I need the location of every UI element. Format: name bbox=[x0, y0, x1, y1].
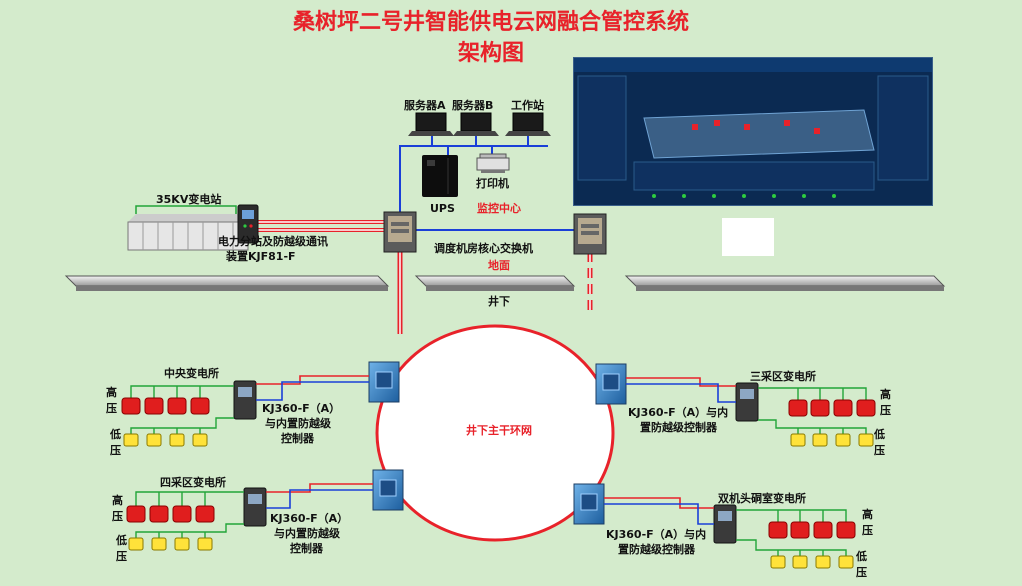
fourth-kj360-line2: 与内置防越级 bbox=[274, 527, 340, 540]
workstation-label: 工作站 bbox=[511, 99, 544, 112]
ground-slab-left bbox=[64, 275, 390, 291]
kjf81-label-line1: 电力分站及防越级通讯 bbox=[218, 235, 328, 248]
link-lines-dual bbox=[604, 497, 714, 525]
central-high-label-2: 压 bbox=[106, 402, 117, 415]
lv-switches-central bbox=[123, 433, 208, 447]
controller-fourth bbox=[243, 487, 267, 527]
red-cable-kjf81 bbox=[258, 220, 384, 232]
core-switch-label: 调度机房核心交换机 bbox=[434, 242, 533, 255]
dual-kj360-line1: KJ360-F（A）与内 bbox=[606, 528, 707, 541]
fourth-high-label-1: 高 bbox=[112, 494, 123, 507]
third-substation-label: 三采区变电所 bbox=[750, 370, 816, 383]
dual-high-label-1: 高 bbox=[862, 508, 873, 521]
green-bus-third bbox=[758, 387, 867, 434]
kjf81-device bbox=[237, 204, 259, 244]
server-b-computer bbox=[453, 112, 499, 136]
third-high-label-1: 高 bbox=[880, 388, 891, 401]
underground-label: 井下 bbox=[488, 295, 510, 308]
central-low-label-1: 低 bbox=[110, 428, 121, 441]
fourth-low-label-1: 低 bbox=[116, 534, 127, 547]
fourth-low-label-2: 压 bbox=[116, 550, 127, 563]
central-kj360-line3: 控制器 bbox=[281, 432, 314, 445]
dual-low-label-2: 压 bbox=[856, 566, 867, 579]
fourth-substation-label: 四采区变电所 bbox=[160, 476, 226, 489]
green-bus-central bbox=[130, 385, 234, 434]
controller-central bbox=[233, 380, 257, 420]
central-low-label-2: 压 bbox=[110, 444, 121, 457]
ring-node-central bbox=[368, 361, 400, 403]
core-switch-right bbox=[573, 213, 607, 255]
link-lines-fourth bbox=[266, 483, 373, 509]
kjf81-label-line2: 装置KJF81-F bbox=[226, 250, 296, 263]
printer-label: 打印机 bbox=[476, 177, 509, 190]
hv-switches-dual bbox=[768, 521, 856, 539]
ground-slab-middle bbox=[414, 275, 576, 291]
controller-dual bbox=[713, 504, 737, 544]
central-kj360-line1: KJ360-F（A） bbox=[262, 402, 341, 415]
ups-unit bbox=[422, 155, 458, 197]
ups-label: UPS bbox=[430, 202, 455, 215]
monitor-center-label: 监控中心 bbox=[477, 202, 521, 215]
dashboard-thumbnail bbox=[574, 58, 932, 198]
underground-ring-network bbox=[375, 324, 615, 542]
fourth-high-label-2: 压 bbox=[112, 510, 123, 523]
hv-switches-central bbox=[121, 397, 210, 415]
ring-node-fourth bbox=[372, 469, 404, 511]
green-bus-dual bbox=[736, 509, 847, 556]
monitor-network-lines bbox=[399, 134, 580, 231]
dashboard-screenshot bbox=[573, 57, 933, 206]
dual-high-label-2: 压 bbox=[862, 524, 873, 537]
server-a-label: 服务器A bbox=[404, 99, 446, 112]
fourth-kj360-line1: KJ360-F（A） bbox=[270, 512, 349, 525]
printer-device bbox=[476, 153, 510, 173]
dual-substation-label: 双机头硐室变电所 bbox=[718, 492, 806, 505]
ring-node-dual bbox=[573, 483, 605, 525]
substation-link-lines bbox=[135, 205, 237, 214]
third-kj360-line1: KJ360-F（A）与内 bbox=[628, 406, 729, 419]
title-line2: 架构图 bbox=[457, 40, 524, 66]
dual-kj360-line2: 置防越级控制器 bbox=[618, 543, 695, 556]
third-high-label-2: 压 bbox=[880, 404, 891, 417]
ground-slab-right bbox=[624, 275, 946, 291]
link-lines-third bbox=[626, 377, 736, 403]
central-substation-label: 中央变电所 bbox=[164, 367, 219, 380]
ring-node-third bbox=[595, 363, 627, 405]
title-line1: 桑树坪二号井智能供电云网融合管控系统 bbox=[292, 9, 689, 35]
third-kj360-line2: 置防越级控制器 bbox=[640, 421, 717, 434]
lv-switches-dual bbox=[770, 555, 854, 569]
third-low-label-1: 低 bbox=[874, 428, 885, 441]
core-switch-left bbox=[383, 211, 417, 253]
fourth-kj360-line3: 控制器 bbox=[290, 542, 323, 555]
hv-switches-third bbox=[788, 399, 876, 417]
ground-label: 地面 bbox=[488, 259, 510, 272]
dual-low-label-1: 低 bbox=[856, 550, 867, 563]
lv-switches-fourth bbox=[128, 537, 213, 551]
server-b-label: 服务器B bbox=[452, 99, 494, 112]
workstation-computer bbox=[505, 112, 551, 136]
controller-third bbox=[735, 382, 759, 422]
ring-label: 井下主干环网 bbox=[466, 424, 532, 437]
server-a-computer bbox=[408, 112, 454, 136]
central-high-label-1: 高 bbox=[106, 386, 117, 399]
blank-panel bbox=[722, 218, 774, 256]
third-low-label-2: 压 bbox=[874, 444, 885, 457]
substation-35kv-label: 35KV变电站 bbox=[156, 193, 222, 206]
lv-switches-third bbox=[790, 433, 874, 447]
green-bus-fourth bbox=[135, 491, 244, 538]
hv-switches-fourth bbox=[126, 505, 215, 523]
central-kj360-line2: 与内置防越级 bbox=[265, 417, 331, 430]
link-lines-central bbox=[256, 375, 369, 401]
substation-35kv-cabinets bbox=[127, 214, 249, 251]
